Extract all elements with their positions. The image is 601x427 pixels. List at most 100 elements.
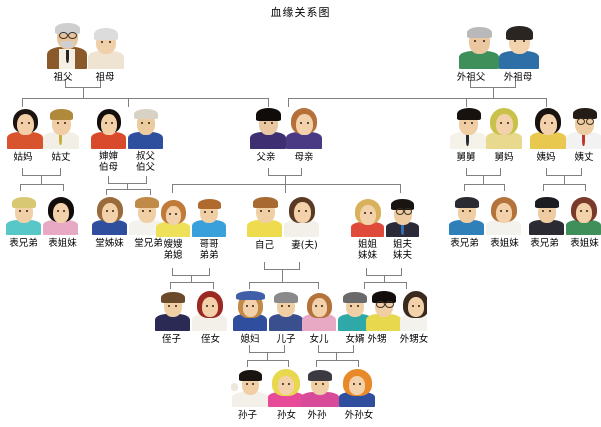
label-zufu: 祖父 (53, 72, 73, 83)
connector-shufu-drop (146, 176, 147, 183)
connector-branch-yima (546, 98, 547, 107)
connector-waizufu-drop (470, 80, 471, 87)
label-waizufu: 外祖父 (456, 72, 486, 83)
person-saosao-dixi (155, 197, 191, 237)
node-biao-cousins-left[interactable]: 表兄弟 表姐妹 (5, 195, 79, 255)
connector-jiujiu-childbus (464, 184, 504, 185)
label-fuqin: 父亲 (256, 152, 276, 163)
connector-qifu-drop (299, 262, 300, 269)
connector-shufu-stem (127, 183, 128, 189)
node-jiujiu-jiuma[interactable]: 舅舅 舅妈 (447, 107, 523, 169)
connector-waisunnv-branch (358, 360, 359, 367)
portrait-biao-cousins-r1 (447, 195, 523, 235)
label-zumu: 祖母 (95, 72, 115, 83)
person-jiejie-meimei (350, 197, 385, 237)
person-biaojiemei-l (42, 195, 79, 235)
label-waisheng: 外甥 (367, 334, 387, 345)
portrait-yima-yizhang (527, 107, 601, 149)
person-waishengnv (399, 289, 427, 331)
label-shufu-bofu: 叔父 伯父 (135, 151, 155, 173)
node-yima-yizhang[interactable]: 姨妈 姨丈 (527, 107, 601, 169)
node-fuqin-muqin[interactable]: 父亲 母亲 (247, 107, 323, 169)
portrait-guma-guzhang (4, 107, 80, 149)
label-guzhang: 姑丈 (51, 152, 71, 163)
label-biaojiemei-r1: 表姐妹 (490, 238, 519, 249)
node-zhizi-zhinv[interactable]: 侄子 侄女 (152, 289, 230, 347)
portrait-biao-cousins-r2 (527, 195, 601, 235)
person-waisunnv (338, 367, 378, 407)
node-biao-cousins-r1[interactable]: 表兄弟 表姐妹 (447, 195, 523, 255)
node-ziji-qifu[interactable]: 自己 妻(夫) (246, 195, 320, 255)
node-nver-nvxu[interactable]: 女儿 女婿 (301, 289, 373, 347)
person-shenshen (90, 107, 127, 149)
person-zhizi (154, 289, 191, 331)
node-zufu-zumu[interactable]: 祖父 祖母 (42, 22, 126, 83)
connector-shenshen-drop (108, 176, 109, 183)
node-guma-guzhang[interactable]: 姑妈 姑丈 (4, 107, 80, 169)
connector-jiujiu-child-l (464, 184, 465, 191)
connector-shufu-child-l (106, 189, 107, 195)
person-biaoxiongdi-r1 (448, 195, 485, 235)
node-tang-cousins[interactable]: 堂姊妹 堂兄弟 (91, 195, 165, 255)
node-jiejie-jiefu[interactable]: 姐姐 妹妹 姐夫 妹夫 (350, 197, 420, 265)
label-yima: 姨妈 (536, 152, 556, 163)
connector-son-stem (267, 352, 268, 360)
label-waisunnv: 外孙女 (344, 410, 374, 421)
connector-parents-stem (285, 175, 286, 184)
connector-shufu-child-r (150, 189, 151, 195)
connector-guma-child-l (20, 184, 21, 191)
connector-erzi-drop (284, 345, 285, 352)
node-waisheng-waishengnv[interactable]: 外甥 外甥女 (349, 289, 428, 347)
person-sunnv (267, 367, 305, 407)
connector-sister-stem (384, 275, 385, 282)
connector-self-childbus (249, 282, 318, 283)
connector-branch-fuqin (268, 98, 269, 107)
page-title: 血缘关系图 (270, 6, 331, 19)
person-sunzi (231, 367, 269, 407)
node-waizufu-waizumu[interactable]: 外祖父 外祖母 (450, 22, 542, 83)
label-nver: 女儿 (309, 334, 329, 345)
portrait-shenshen-shufu (90, 107, 164, 149)
node-shenshen-shufu[interactable]: 婶婶 伯母 叔父 伯父 (90, 107, 164, 177)
connector-waishengnv-branch (406, 282, 407, 289)
person-erzi (268, 289, 304, 331)
connector-jiuma-drop (500, 168, 501, 175)
connector-waisun-branch (316, 360, 317, 367)
connector-daughter-stem (336, 352, 337, 360)
person-jiujiu (449, 107, 487, 149)
connector-parents-child-brother (172, 184, 173, 193)
person-waizufu (458, 24, 500, 69)
connector-jiujiu-stem (483, 175, 484, 184)
connector-yima-child-r (585, 184, 586, 191)
label-sunzi: 孙子 (237, 410, 257, 421)
connector-xifu-drop (249, 345, 250, 352)
connector-zufu-drop (65, 80, 66, 87)
connector-jiejie-drop (366, 268, 367, 275)
node-sunzi-sunnv[interactable]: 孙子 孙女 (227, 367, 307, 425)
connector-yima-child-l (543, 184, 544, 191)
connector-jiefu-drop (401, 268, 402, 275)
connector-yima-stem (564, 175, 565, 184)
node-waisun-waisunnv[interactable]: 外孙 外孙女 (296, 367, 380, 425)
connector-erzi-branch (249, 282, 250, 289)
connector-brother-childbus (170, 282, 213, 283)
person-muqin (285, 107, 323, 149)
label-biaoxiongdi-r2: 表兄弟 (530, 238, 559, 249)
connector-fuqin-drop (268, 168, 269, 175)
connector-guma-childbus (20, 184, 63, 185)
connector-sister-childbus (364, 282, 406, 283)
person-shufu (127, 107, 164, 149)
node-saosao-gege[interactable]: 嫂嫂 弟媳 哥哥 弟弟 (155, 197, 227, 265)
connector-parents-childbus (172, 184, 400, 185)
connector-jiujiu-drop (466, 168, 467, 175)
node-xifu-erzi[interactable]: 媳妇 儿子 (232, 289, 304, 347)
connector-parents-child-self (285, 184, 286, 193)
label-tangzimei: 堂姊妹 (95, 238, 124, 249)
connector-jiujiu-child-r (504, 184, 505, 191)
label-biaoxiongdi-r1: 表兄弟 (450, 238, 479, 249)
portrait-tang-cousins (91, 195, 165, 235)
connector-yima-drop (546, 168, 547, 175)
label-jiejie-meimei: 姐姐 妹妹 (357, 239, 377, 261)
connector-nvxu-drop (353, 345, 354, 352)
node-biao-cousins-r2[interactable]: 表兄弟 表姐妹 (527, 195, 601, 255)
